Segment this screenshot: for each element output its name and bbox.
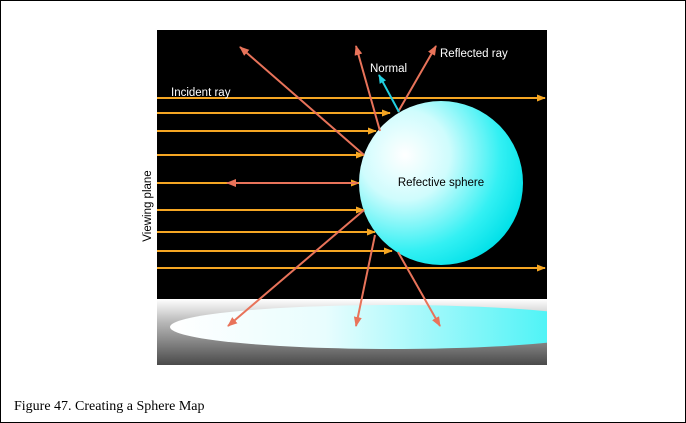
- sphere-label: Refective sphere: [398, 177, 484, 189]
- reflected-ray: [353, 234, 376, 327]
- normal-label: Normal: [370, 63, 407, 75]
- reflected-ray: [397, 45, 437, 113]
- reflected-ray: [227, 209, 365, 327]
- normal-vector: [378, 74, 400, 113]
- reflected-ray: [239, 46, 365, 156]
- reflected-ray-label: Reflected ray: [440, 48, 508, 60]
- figure-caption: Figure 47. Creating a Sphere Map: [14, 399, 205, 414]
- scene-right-mask: [547, 299, 627, 369]
- reflected-ray: [354, 45, 381, 132]
- reflected-ray: [397, 251, 441, 327]
- viewing-plane-label: Viewing plane: [142, 170, 154, 241]
- incident-ray-label: Incident ray: [171, 87, 231, 99]
- reflected-rays: [226, 45, 441, 327]
- reflective-sphere: [359, 101, 523, 265]
- sphere-map-reflection: [170, 305, 614, 349]
